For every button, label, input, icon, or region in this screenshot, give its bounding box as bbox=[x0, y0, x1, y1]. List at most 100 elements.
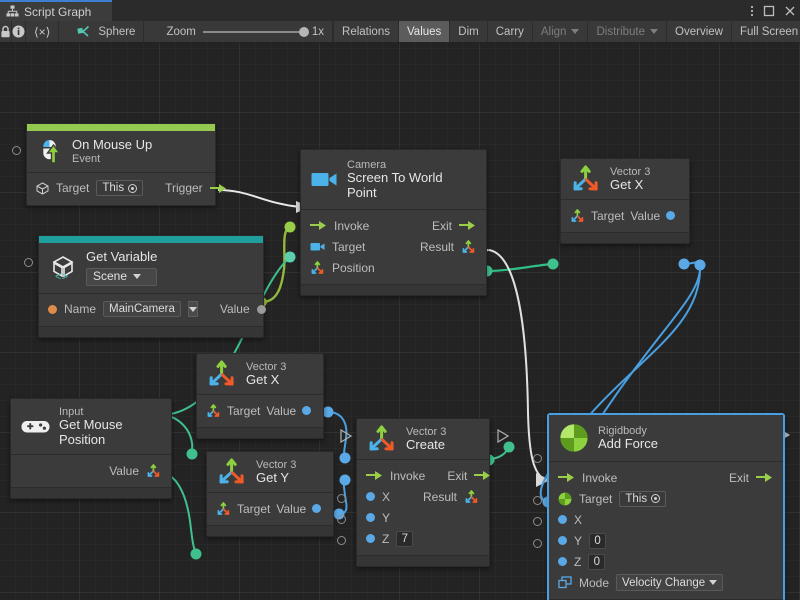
port-dot-value[interactable] bbox=[302, 406, 312, 415]
tab-script-graph[interactable]: Script Graph bbox=[0, 0, 112, 21]
code-toggle-button[interactable]: ⟨×⟩ bbox=[26, 21, 60, 42]
vector3-port-icon[interactable] bbox=[570, 208, 585, 223]
node-vector3-get-x-mid[interactable]: Vector 3 Get X Target Value bbox=[196, 353, 324, 439]
vector3-port-icon[interactable] bbox=[461, 239, 476, 254]
external-port-dot[interactable] bbox=[533, 517, 542, 526]
zoom-label: Zoom bbox=[166, 25, 196, 38]
target-value-chip[interactable]: This bbox=[96, 180, 144, 197]
mode-dropdown[interactable]: Velocity Change bbox=[616, 574, 724, 591]
rigidbody-port-icon[interactable] bbox=[558, 492, 572, 506]
port-dot-z[interactable] bbox=[366, 534, 375, 543]
flow-out-arrow-icon[interactable] bbox=[459, 220, 476, 231]
variable-name-dropdown[interactable] bbox=[187, 301, 198, 318]
mouse-up-icon bbox=[37, 139, 63, 164]
flow-in-arrow-icon[interactable] bbox=[366, 470, 383, 481]
external-port-dot[interactable] bbox=[24, 258, 33, 267]
port-dot-name[interactable] bbox=[48, 304, 57, 314]
port-row-position: Position bbox=[301, 257, 486, 278]
close-icon[interactable] bbox=[784, 5, 796, 17]
external-flow-arrow-icon[interactable] bbox=[497, 429, 509, 443]
dim-toggle[interactable]: Dim bbox=[450, 21, 488, 42]
vector3-port-icon[interactable] bbox=[310, 260, 325, 275]
flow-out-arrow-icon[interactable] bbox=[209, 183, 227, 194]
vector3-port-icon[interactable] bbox=[206, 403, 221, 418]
port-label-value: Value bbox=[266, 403, 297, 418]
node-footer bbox=[561, 232, 689, 243]
align-dropdown[interactable]: Align bbox=[533, 21, 589, 42]
port-dot-x[interactable] bbox=[366, 492, 375, 501]
external-port-dot[interactable] bbox=[533, 454, 542, 463]
maximize-icon[interactable] bbox=[763, 5, 775, 17]
distribute-dropdown[interactable]: Distribute bbox=[588, 21, 668, 42]
flow-in-arrow-icon[interactable] bbox=[558, 472, 575, 483]
relations-toggle[interactable]: Relations bbox=[333, 21, 399, 42]
port-dot-x[interactable] bbox=[558, 515, 567, 524]
port-dot-value[interactable] bbox=[666, 211, 676, 220]
node-subtitle: Get Variable bbox=[86, 249, 158, 264]
node-vector3-create[interactable]: Vector 3 Create Invoke Exit bbox=[356, 418, 491, 567]
toolbar-filler bbox=[332, 21, 334, 42]
rigidbody-icon bbox=[559, 423, 589, 453]
flow-out-arrow-icon[interactable] bbox=[474, 470, 491, 481]
node-get-variable[interactable]: <> Get Variable Scene Name MainCamera bbox=[38, 235, 266, 338]
port-label-result: Result bbox=[422, 489, 457, 504]
flow-out-arrow-icon[interactable] bbox=[756, 472, 773, 483]
variable-scope-dropdown[interactable]: Scene bbox=[86, 267, 158, 286]
z-value-field[interactable]: 0 bbox=[588, 553, 606, 570]
graph-target[interactable]: Sphere bbox=[59, 21, 145, 42]
carry-toggle[interactable]: Carry bbox=[488, 21, 533, 42]
camera-port-icon[interactable] bbox=[310, 241, 325, 252]
node-on-mouse-up[interactable]: On Mouse Up Event Target This Trigger bbox=[26, 123, 226, 206]
script-graph-icon bbox=[6, 5, 19, 18]
node-vector3-get-x-top[interactable]: Vector 3 Get X Target Value bbox=[560, 158, 690, 244]
object-picker-icon[interactable] bbox=[651, 494, 661, 503]
external-flow-arrow-icon[interactable] bbox=[340, 429, 352, 443]
y-value-field[interactable]: 0 bbox=[589, 532, 607, 549]
external-port-dot[interactable] bbox=[12, 146, 21, 155]
variable-scope-label: Scene bbox=[93, 268, 128, 283]
carry-label: Carry bbox=[495, 25, 524, 38]
vector3-port-icon[interactable] bbox=[216, 501, 231, 516]
variable-name-field[interactable]: MainCamera bbox=[103, 301, 181, 318]
external-flow-arrow[interactable] bbox=[780, 429, 790, 441]
fullscreen-button[interactable]: Full Screen bbox=[732, 21, 800, 42]
external-port-dot[interactable] bbox=[533, 496, 542, 505]
node-input-get-mouse-position[interactable]: Input Get Mouse Position Value bbox=[10, 398, 172, 500]
external-port-dot[interactable] bbox=[337, 494, 346, 503]
node-header: Vector 3 Get Y bbox=[207, 452, 333, 493]
flow-in-arrow-icon[interactable] bbox=[310, 220, 327, 231]
port-dot-y[interactable] bbox=[366, 513, 375, 522]
vector3-port-icon[interactable] bbox=[464, 489, 479, 504]
port-label-value: Value bbox=[219, 302, 250, 317]
zoom-slider-knob[interactable] bbox=[298, 26, 309, 37]
external-port-dot[interactable] bbox=[337, 515, 346, 524]
values-toggle[interactable]: Values bbox=[398, 21, 451, 42]
port-dot-y[interactable] bbox=[558, 536, 567, 545]
node-screen-to-world-point[interactable]: Camera Screen To World Point Invoke Exit bbox=[300, 149, 487, 297]
zoom-slider[interactable] bbox=[202, 26, 309, 37]
unity-variable-icon: <> bbox=[49, 255, 77, 281]
target-value-chip[interactable]: This bbox=[619, 490, 667, 507]
external-port-dot[interactable] bbox=[533, 539, 542, 548]
dim-label: Dim bbox=[458, 25, 479, 38]
lock-toggle[interactable] bbox=[0, 21, 12, 42]
node-rigidbody-add-force[interactable]: Rigidbody Add Force Invoke Exit bbox=[548, 414, 784, 600]
node-title: Screen To World Point bbox=[347, 170, 443, 200]
zoom-control[interactable]: Zoom 1x bbox=[144, 21, 332, 42]
port-dot-value[interactable] bbox=[312, 504, 322, 513]
port-dot-z[interactable] bbox=[558, 557, 567, 566]
variable-name-text: MainCamera bbox=[109, 303, 175, 316]
object-picker-icon[interactable] bbox=[128, 183, 138, 193]
z-value-field[interactable]: 7 bbox=[396, 530, 414, 547]
node-body: Target This Trigger bbox=[27, 173, 226, 205]
node-body: Value bbox=[11, 455, 171, 487]
z-value-text: 7 bbox=[401, 532, 409, 545]
port-dot-value[interactable] bbox=[256, 304, 266, 314]
external-port-dot[interactable] bbox=[337, 536, 346, 545]
info-button[interactable] bbox=[12, 21, 26, 42]
graph-canvas[interactable]: On Mouse Up Event Target This Trigger bbox=[0, 43, 800, 600]
vector3-port-icon[interactable] bbox=[146, 463, 161, 478]
kebab-menu-icon[interactable] bbox=[750, 4, 754, 18]
node-vector3-get-y[interactable]: Vector 3 Get Y Target Value bbox=[206, 451, 334, 537]
overview-button[interactable]: Overview bbox=[667, 21, 732, 42]
